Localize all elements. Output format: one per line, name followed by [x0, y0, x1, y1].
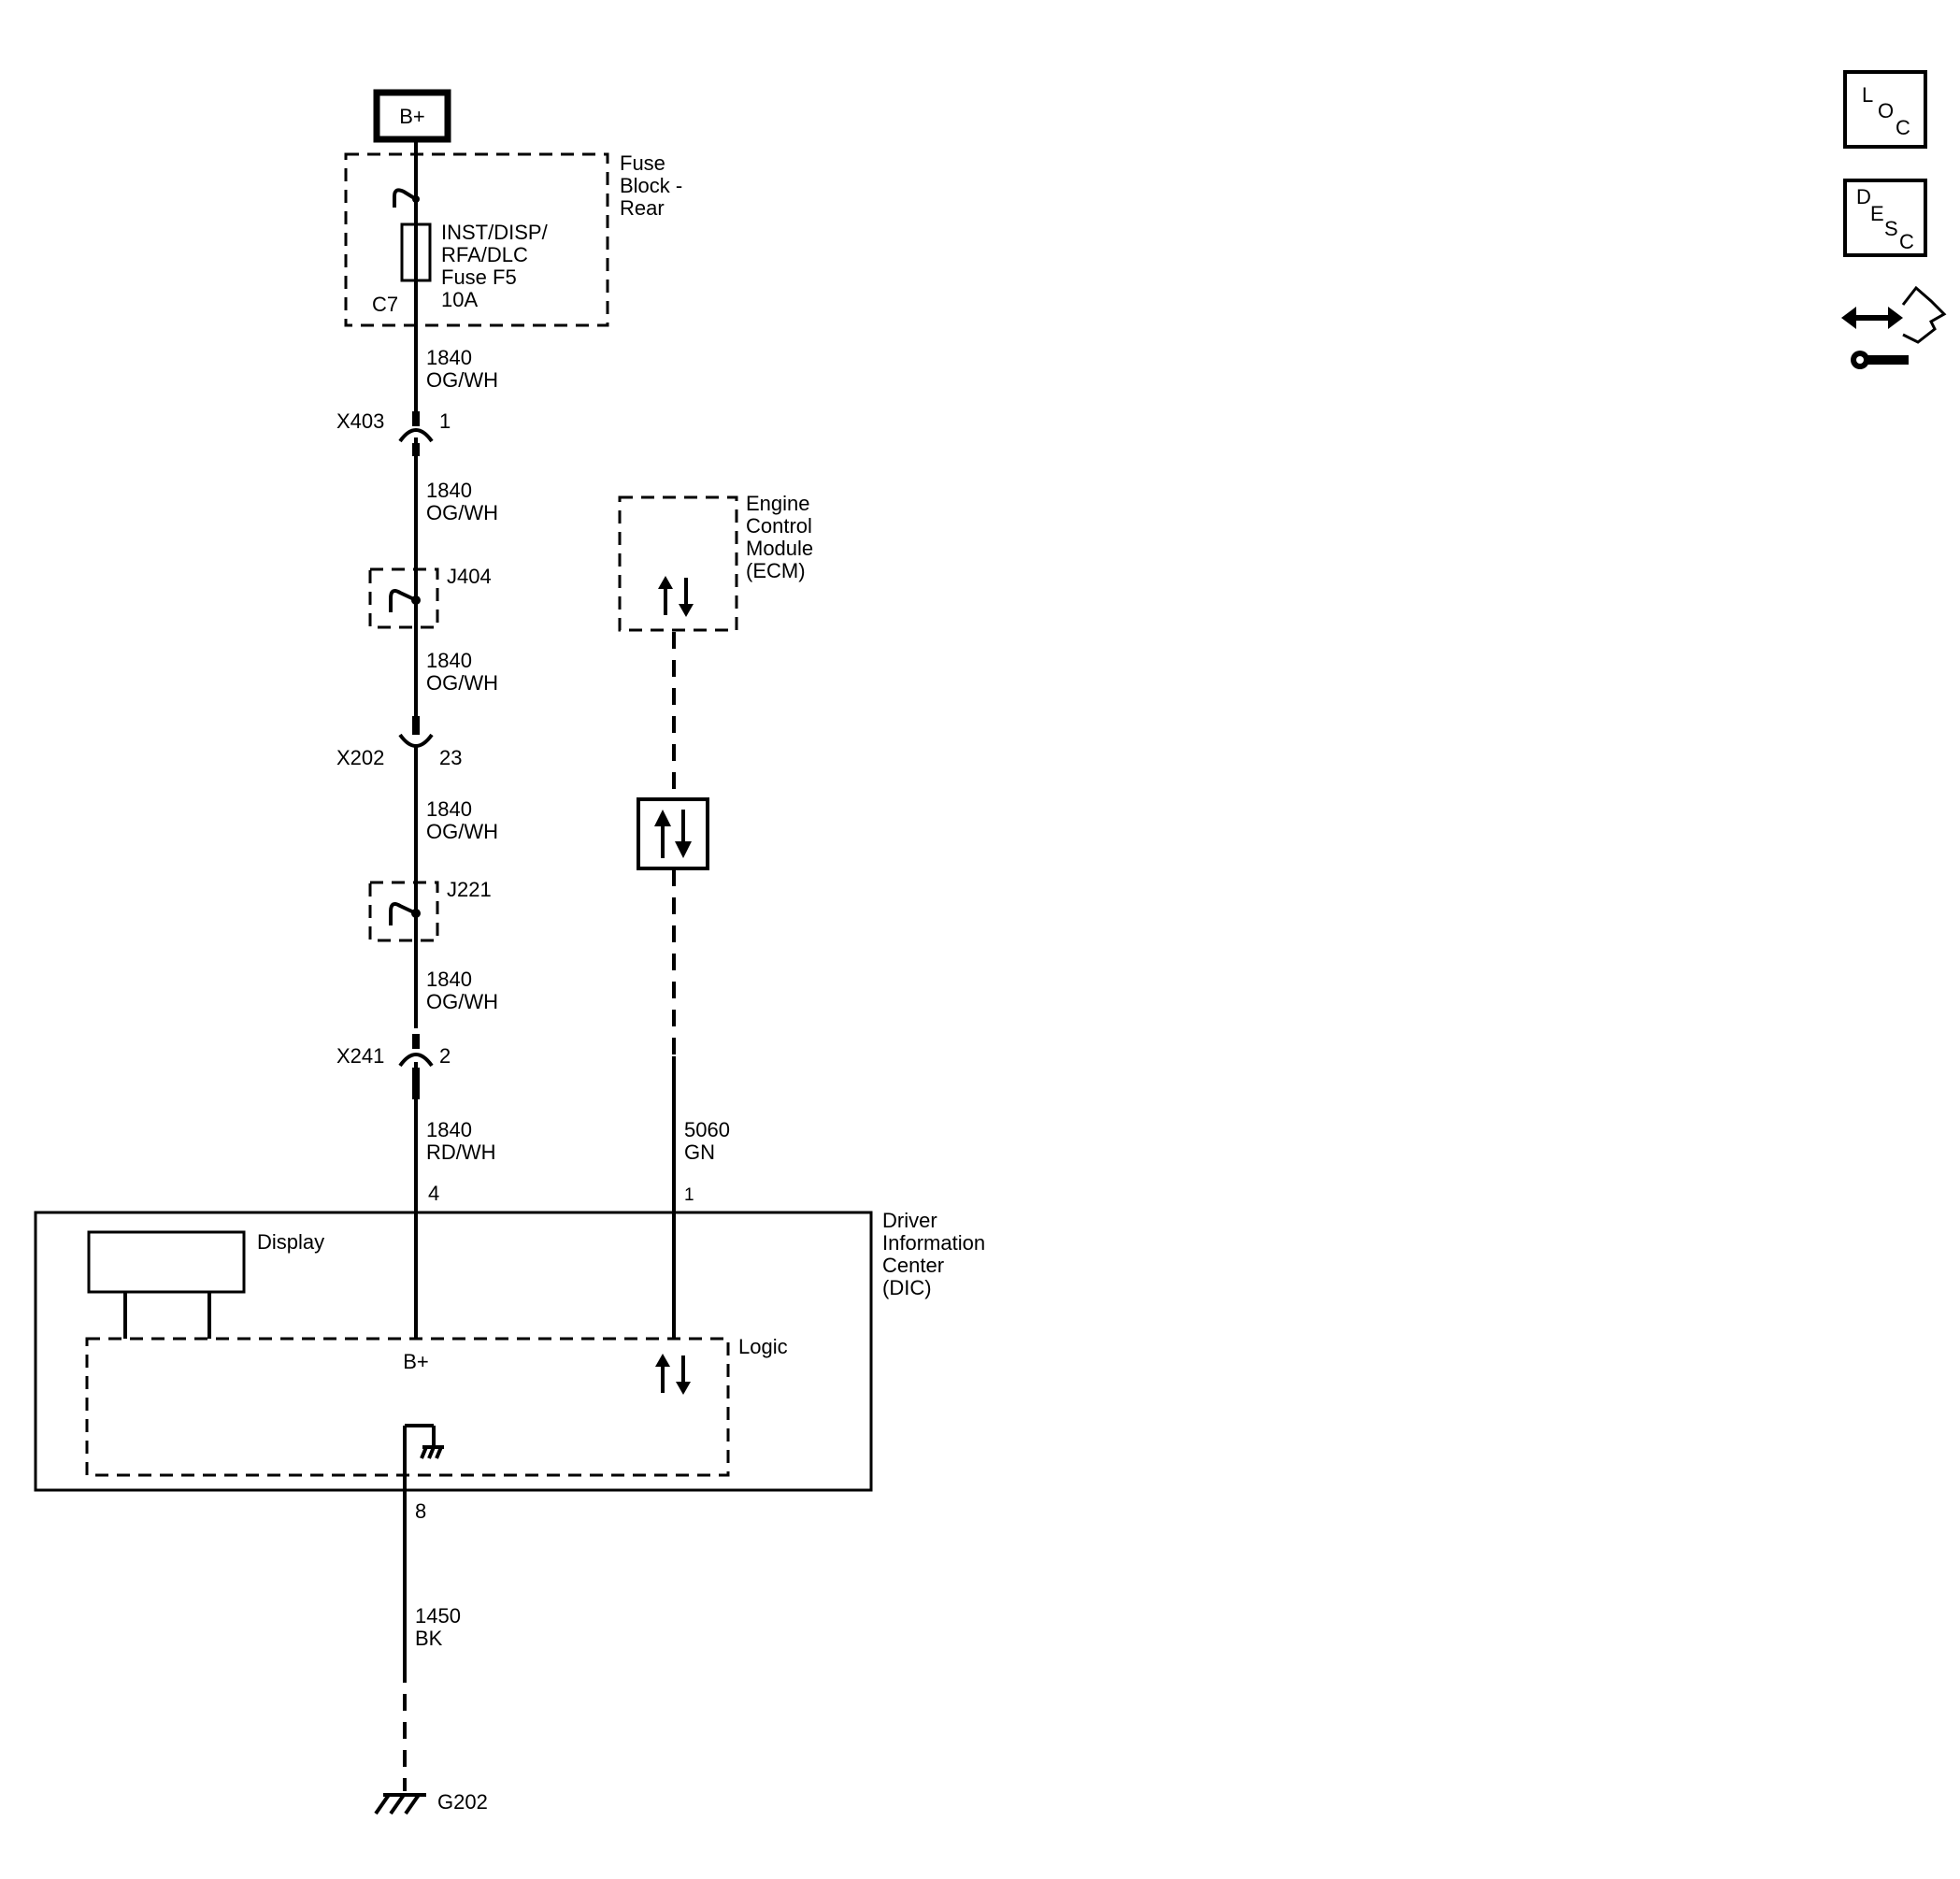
- wire-2-circuit: 1840: [426, 479, 472, 502]
- connector-x403-pin: 1: [439, 409, 451, 433]
- dic-pin-power: 4: [428, 1182, 439, 1205]
- fuse-block-name-2: Block -: [620, 174, 682, 197]
- logic-label: Logic: [738, 1335, 788, 1358]
- connector-x403-name: X403: [336, 409, 384, 433]
- fuse-block: Fuse Block - Rear INST/DISP/ RFA/DLC Fus…: [344, 151, 682, 327]
- ground-g202-icon: [374, 1793, 426, 1815]
- internal-ground-icon: [405, 1424, 444, 1459]
- display-label: Display: [257, 1230, 324, 1254]
- loc-icon[interactable]: L O C: [1843, 70, 1927, 149]
- fuse-connector-hook: [393, 188, 418, 208]
- connector-x241: X241 2: [336, 1034, 451, 1339]
- dic-module: Driver Information Center (DIC) Display …: [34, 1209, 985, 1492]
- connector-x403: X403 1: [336, 409, 451, 720]
- dic-pin-ground: 8: [415, 1499, 426, 1523]
- fuse-block-name-3: Rear: [620, 196, 665, 220]
- svg-text:O: O: [1878, 99, 1894, 122]
- ecm-data-arrows-icon: [658, 576, 694, 617]
- ecm-name-1: Engine: [746, 492, 810, 515]
- power-label: B+: [399, 105, 425, 128]
- ecm-name-3: Module: [746, 537, 813, 560]
- wire-5-color: OG/WH: [426, 990, 498, 1013]
- wire-7-color: GN: [684, 1140, 715, 1164]
- desc-icon[interactable]: D E S C: [1843, 179, 1927, 257]
- wire-8-circuit: 1450: [415, 1604, 461, 1628]
- fuse-label-4: 10A: [441, 288, 478, 311]
- splice-j404: J404: [368, 565, 492, 629]
- svg-text:C: C: [1899, 230, 1914, 253]
- splice-j404-name: J404: [447, 565, 492, 588]
- dic-name-3: Center: [882, 1254, 944, 1277]
- wire-7-circuit: 5060: [684, 1118, 730, 1141]
- ecm-name-2: Control: [746, 514, 812, 538]
- wire-2-color: OG/WH: [426, 501, 498, 524]
- svg-text:S: S: [1884, 217, 1898, 240]
- wire-1-color: OG/WH: [426, 368, 498, 392]
- power-source: B+: [373, 89, 451, 143]
- splice-j221-name: J221: [447, 878, 492, 901]
- serial-data-box-icon: [637, 797, 709, 870]
- wire-6-color: RD/WH: [426, 1140, 496, 1164]
- fuse-block-name-1: Fuse: [620, 151, 665, 175]
- svg-text:C: C: [1896, 116, 1910, 139]
- dic-name-2: Information: [882, 1231, 985, 1255]
- wire-4-color: OG/WH: [426, 820, 498, 843]
- ecm-module: Engine Control Module (ECM): [618, 492, 813, 632]
- display-box: [87, 1230, 246, 1294]
- fuse-label-3: Fuse F5: [441, 265, 517, 289]
- ecm-name-4: (ECM): [746, 559, 806, 582]
- ground-name: G202: [437, 1790, 488, 1814]
- dic-pin-data: 1: [684, 1185, 694, 1205]
- wire-5-circuit: 1840: [426, 968, 472, 991]
- connector-x202-pin: 23: [439, 746, 462, 769]
- connector-x202: X202 23: [336, 716, 462, 1028]
- fuse-label-1: INST/DISP/: [441, 221, 549, 244]
- logic-data-arrows-icon: [655, 1354, 691, 1395]
- connector-x241-name: X241: [336, 1044, 384, 1068]
- svg-text:E: E: [1870, 202, 1884, 225]
- wire-3-color: OG/WH: [426, 671, 498, 695]
- fuse-label-2: RFA/DLC: [441, 243, 528, 266]
- wire-4-circuit: 1840: [426, 797, 472, 821]
- wire-3-circuit: 1840: [426, 649, 472, 672]
- logic-box: [85, 1337, 730, 1477]
- connector-x202-name: X202: [336, 746, 384, 769]
- wire-1-circuit: 1840: [426, 346, 472, 369]
- fuse-connector-label: C7: [372, 293, 398, 316]
- dic-name-4: (DIC): [882, 1276, 932, 1299]
- splice-j221: J221: [368, 878, 492, 942]
- wire-8-color: BK: [415, 1627, 443, 1650]
- dic-name-1: Driver: [882, 1209, 937, 1232]
- logic-bplus-label: B+: [403, 1350, 429, 1373]
- svg-text:L: L: [1862, 83, 1873, 107]
- connector-repair-icon[interactable]: [1841, 285, 1947, 369]
- svg-text:D: D: [1856, 185, 1871, 208]
- connector-x241-pin: 2: [439, 1044, 451, 1068]
- wire-6-circuit: 1840: [426, 1118, 472, 1141]
